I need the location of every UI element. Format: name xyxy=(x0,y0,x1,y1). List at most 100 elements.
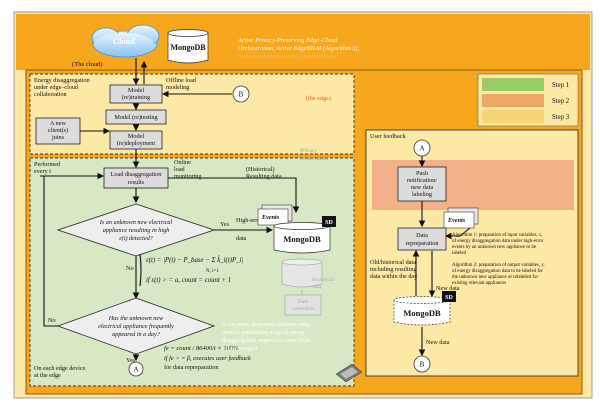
cloud-db-icon xyxy=(167,29,209,64)
data-rep-1: Data xyxy=(416,232,428,239)
cloud-icon xyxy=(91,24,160,58)
algo2-1: Algorithm 2: preparation of output varia… xyxy=(452,263,545,268)
q2-line-2: electrical appliance frequently xyxy=(98,323,174,330)
edge-device-icon xyxy=(335,363,363,383)
algo2-3: the unknown new appliance or relabeled f… xyxy=(452,275,538,280)
privacy-2: Preservation xyxy=(300,156,328,162)
new-data-1: New data xyxy=(436,285,460,292)
events-card-right xyxy=(443,211,475,229)
no1-label: No xyxy=(126,265,134,272)
high-error-2: data xyxy=(236,235,247,242)
one-time-2: period's preliminary stage of energy xyxy=(222,329,305,336)
one-time-1: A one-time, short-term intrusive setup xyxy=(222,322,310,328)
offline-line-1: Offline load xyxy=(166,77,197,84)
data-collection-box xyxy=(284,294,322,316)
the-edge-label-1: (the edge) xyxy=(306,95,331,102)
algo2-2: of energy disaggregation data to be labe… xyxy=(452,269,543,274)
formula-1: ε(t) = |P(t) − P_base − Σ k̂_i(t)P_i| xyxy=(146,257,243,264)
arrow-results-db xyxy=(168,177,300,214)
new-client-2: client(s) xyxy=(48,127,68,134)
q2-line-3: appeared in a day? xyxy=(112,331,161,338)
load-results-1: Load disaggregation xyxy=(111,171,162,178)
orchestration-line-2: Orchestration, Active EdgeNILM (Algorith… xyxy=(238,45,359,52)
legend-step3: Step 3 xyxy=(552,114,570,121)
feedback-db-label: MongoDB xyxy=(403,308,441,318)
connector-a-right-label: A xyxy=(419,145,424,153)
the-cloud-label: (The cloud) xyxy=(72,61,103,68)
formula-3: fe = count / 86400/t × 100% xyxy=(164,345,239,352)
cloud-label: Cloud xyxy=(113,36,135,46)
online-3: monitoring xyxy=(174,173,202,180)
q2-line-1: Has the unknown new xyxy=(108,315,164,322)
online-2: load xyxy=(174,166,186,173)
edge-db-label: MongoDB xyxy=(283,234,321,244)
legend-step2: Step 2 xyxy=(552,98,570,105)
sd-label-edge: SD xyxy=(325,220,333,226)
historical-data-2: data xyxy=(312,284,322,290)
connector-b-top-label: B xyxy=(239,91,244,99)
push-4: labeling xyxy=(412,191,432,198)
yes2-label: Yes xyxy=(126,357,136,364)
sd-label-feedback: SD xyxy=(445,295,453,301)
legend-swatch-step3 xyxy=(482,110,544,123)
algo1-1: Algorithm 1: preparation of input variab… xyxy=(452,233,542,238)
old-data-3: data within the day xyxy=(370,273,418,280)
events-label-right: Events xyxy=(447,217,466,224)
legend-step1: Step 1 xyxy=(552,82,569,89)
edge-title-1: Energy disaggregation xyxy=(34,77,90,84)
yes1-label: Yes xyxy=(220,221,230,228)
model-deployment-1: Model xyxy=(128,133,144,140)
old-data-1: Old/historical data xyxy=(370,259,416,266)
data-collection-1: Data xyxy=(298,299,309,305)
sd-card-icon-feedback xyxy=(442,291,456,302)
data-rep-2: repreparation xyxy=(406,240,439,247)
historical-1: (Historical) xyxy=(246,166,275,173)
push-box xyxy=(397,166,447,202)
push-3: new data xyxy=(411,184,433,191)
new-client-box xyxy=(35,117,81,145)
old-data-2: including resulting xyxy=(370,266,417,273)
connector-b-top xyxy=(232,85,250,103)
push-2: notification/ xyxy=(407,177,438,184)
bottom-label-2: at the edge xyxy=(34,372,61,379)
offline-line-2: modeling xyxy=(166,84,189,91)
feedback-title: User feedback xyxy=(370,133,406,140)
cloud-db-label: MongoDB xyxy=(170,43,206,52)
historical-2: Resulting data xyxy=(246,173,282,180)
load-results-2: results xyxy=(128,179,145,186)
legend-swatch-step2 xyxy=(482,94,544,107)
no2-label: No xyxy=(48,317,56,324)
q1-line-2: appliance resulting in high xyxy=(103,227,170,234)
q1-line-3: ε(t) detected? xyxy=(119,235,153,242)
algo1-3: events by an unknown new appliance to be xyxy=(452,245,536,250)
algo1-4: labeled xyxy=(452,251,467,256)
edge-db-icon xyxy=(273,222,331,254)
feedback-db-icon xyxy=(393,296,451,326)
connector-b-bottom xyxy=(413,355,431,373)
events-card xyxy=(257,208,289,226)
performed-2: every t xyxy=(34,168,51,175)
performed-1: Performed xyxy=(34,161,61,168)
algo1-2: of energy disaggregation data under high… xyxy=(452,239,544,244)
new-client-1: A new xyxy=(50,120,67,127)
privacy-1: Privacy xyxy=(300,148,317,154)
edge-title-2: under edge–cloud xyxy=(34,84,79,91)
formula-2: if ε(t) > = a, count = count + 1 xyxy=(146,277,231,284)
new-data-2: New data xyxy=(426,339,450,346)
online-1: Online xyxy=(174,159,191,166)
q1-line-1: Is an unknown new electrical xyxy=(99,219,173,226)
orchestration-line-3: and Model Deployment (Deploy Model) xyxy=(238,53,339,60)
connector-a-left xyxy=(128,361,144,377)
one-time-4: to be leveraged xyxy=(222,346,258,352)
line-no-loop xyxy=(43,176,58,327)
one-time-3: disaggregation required in some fields xyxy=(222,337,312,344)
bottom-label-1: On each edge device xyxy=(34,365,86,372)
arrow-events-rep xyxy=(444,227,471,240)
push-1: Push xyxy=(416,170,429,177)
sd-card-icon-edge xyxy=(322,216,336,227)
model-deployment-2: (re)deployment xyxy=(117,140,155,147)
algo2-4: existing relevant appliances xyxy=(452,281,506,286)
model-testing: Model (re)testing xyxy=(114,114,157,121)
